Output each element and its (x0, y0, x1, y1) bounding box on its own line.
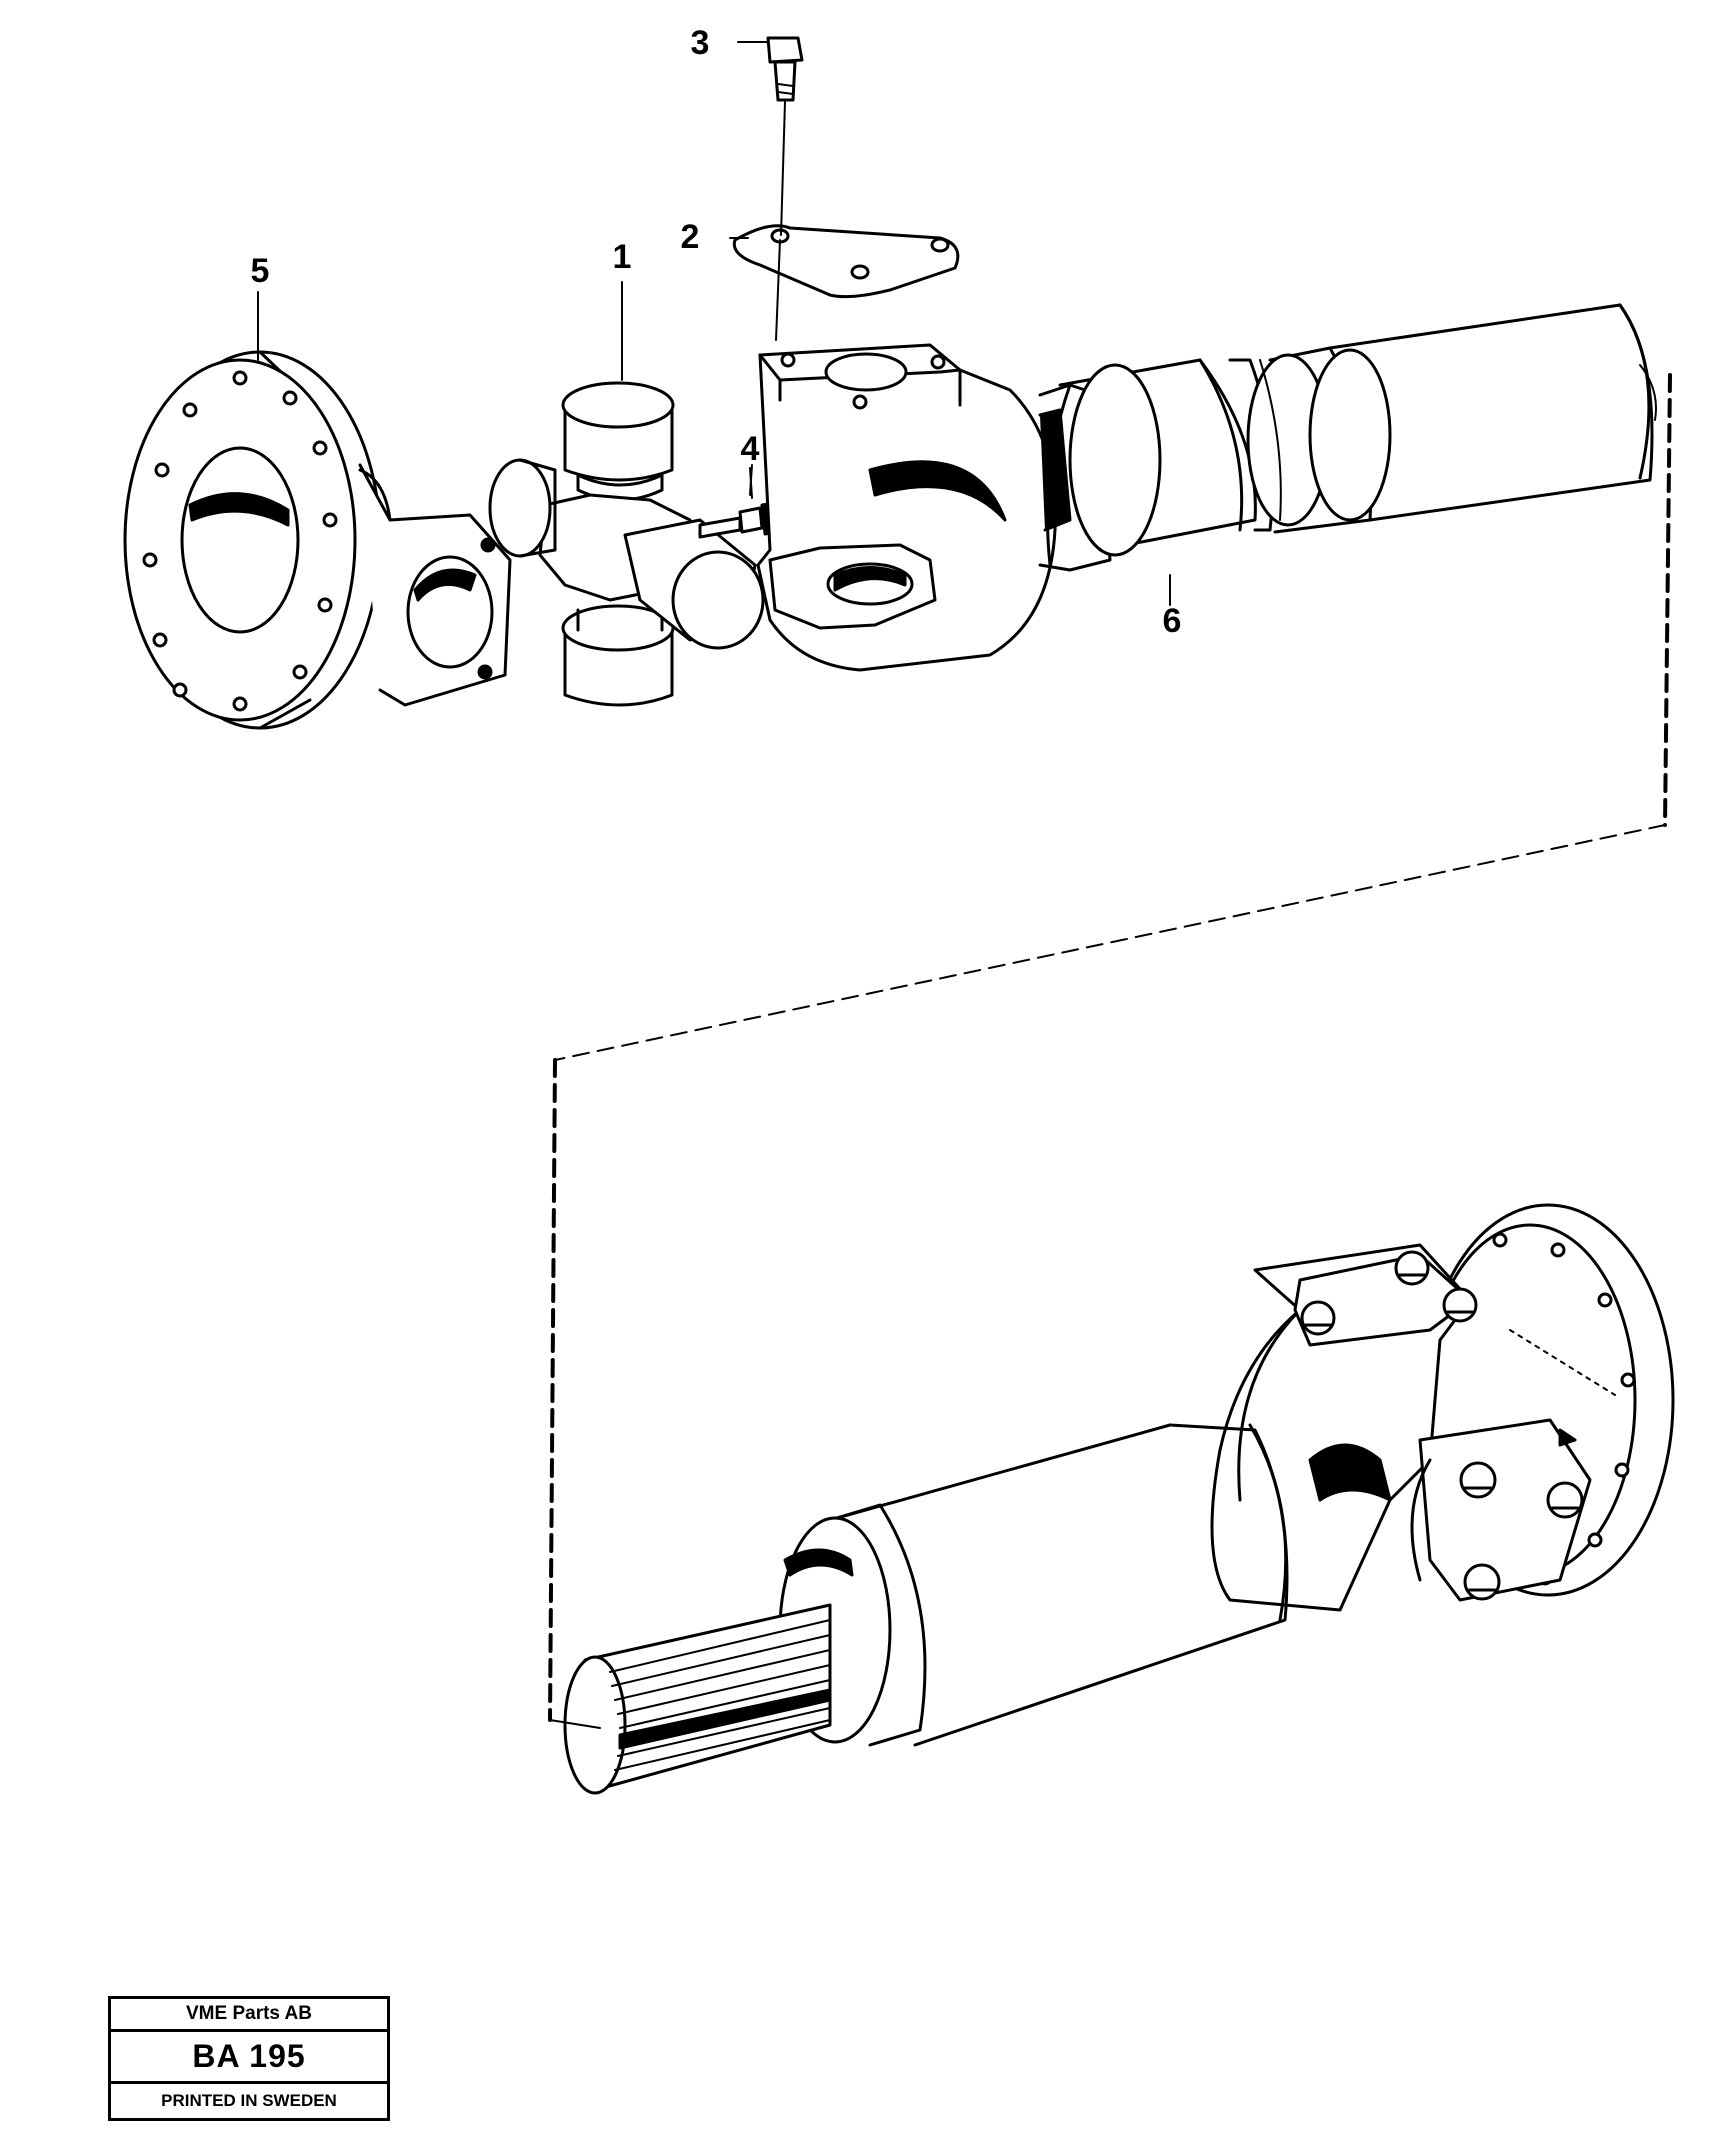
universal-joint-cross-part-1 (488, 381, 765, 707)
title-block-code: BA 195 (111, 2032, 387, 2084)
callout-4: 4 (741, 430, 760, 468)
callout-6: 6 (1163, 602, 1182, 640)
callout-3: 3 (691, 24, 710, 62)
drive-shaft-lower-assembly (563, 1203, 1675, 1795)
lock-plate-part-2 (732, 224, 960, 341)
callout-1: 1 (613, 238, 632, 276)
title-block-footer: PRINTED IN SWEDEN (161, 2091, 337, 2110)
callout-5: 5 (251, 252, 270, 290)
drive-shaft-upper-part-6 (756, 303, 1657, 672)
callout-leaders (257, 41, 1171, 606)
title-block-company: VME Parts AB (111, 1999, 387, 2032)
title-block: VME Parts AB BA 195 PRINTED IN SWEDEN (108, 1996, 390, 2121)
flange-yoke-part-5 (123, 350, 512, 730)
assembly-connection-lines (548, 373, 1672, 1729)
bolt-part-3 (766, 36, 804, 236)
callout-2: 2 (681, 218, 700, 256)
